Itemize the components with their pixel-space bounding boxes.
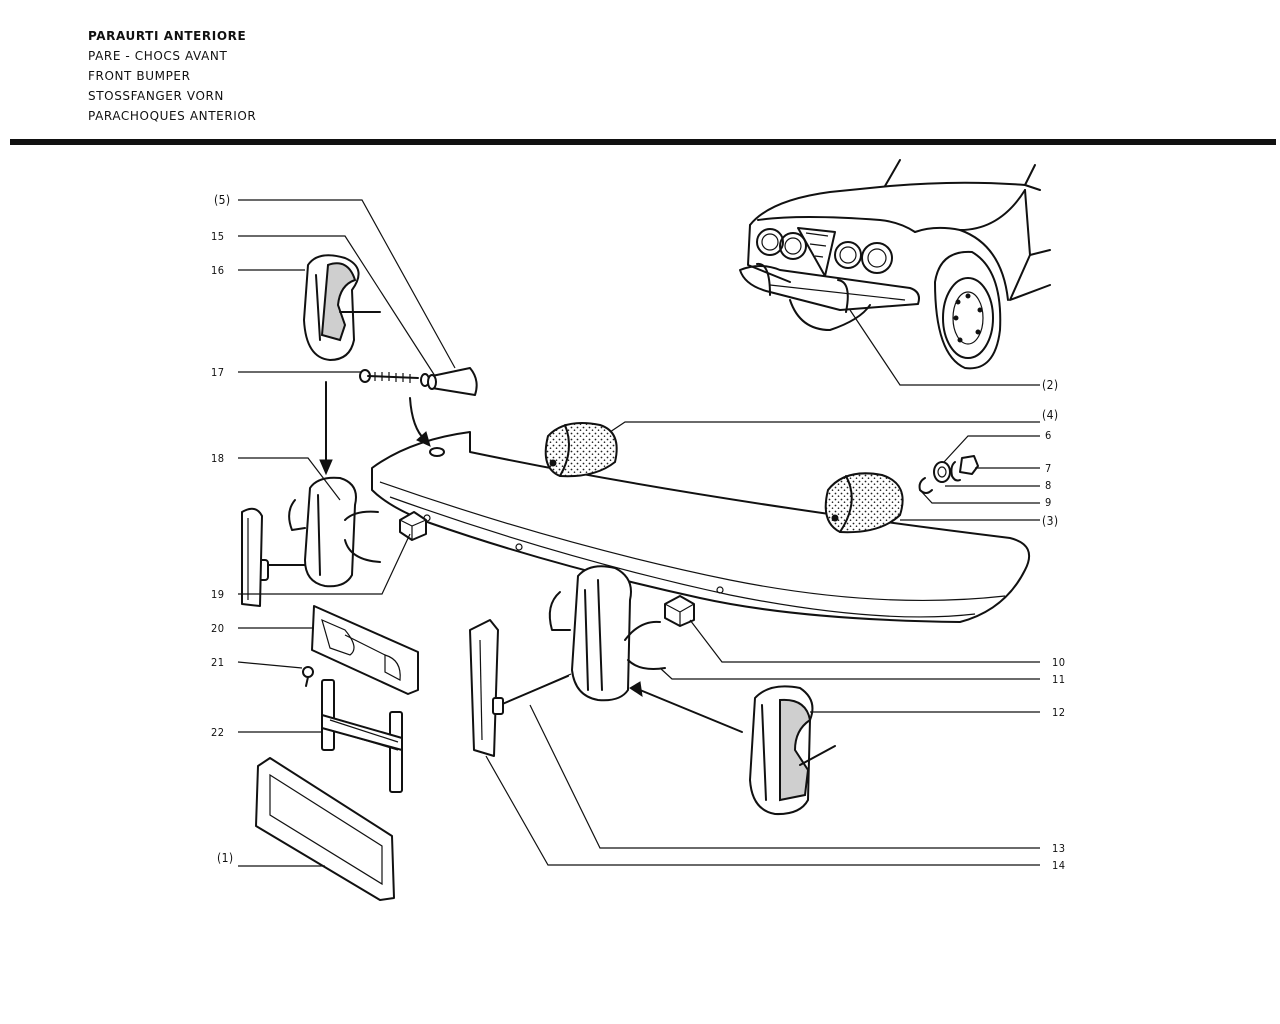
bolt-13 [492, 673, 572, 715]
mounting-block-19 [399, 511, 427, 541]
callout-20: 20 [211, 622, 224, 635]
rubber-strip-14 [469, 619, 499, 757]
callout-1: (1) [217, 851, 234, 865]
title-french: PARE - CHOCS AVANT [88, 49, 228, 63]
callout-6: 6 [1045, 429, 1052, 442]
callout-12: 12 [1052, 706, 1065, 719]
assembly-arrow-cone [409, 397, 431, 447]
callout-18: 18 [211, 452, 224, 465]
assembly-arrow-right [629, 681, 743, 733]
callout-7: 7 [1045, 462, 1052, 475]
callout-5: (5) [214, 193, 231, 207]
callout-22: 22 [211, 726, 224, 739]
callout-13: 13 [1052, 842, 1065, 855]
rubber-strip-left [241, 507, 263, 607]
callout-16: 16 [211, 264, 224, 277]
plate-frame-1 [255, 757, 395, 901]
rubber-buffer-4 [544, 422, 618, 478]
screw-21 [302, 666, 314, 687]
callout-14: 14 [1052, 859, 1065, 872]
left-overrider-top-16 [303, 254, 381, 361]
bracket-22 [321, 679, 403, 793]
callout-4: (4) [1042, 408, 1059, 422]
alternate-overrider-12 [749, 685, 836, 816]
cone-buffer-15 [427, 367, 478, 396]
callout-10: 10 [1052, 656, 1065, 669]
callout-2: (2) [1042, 378, 1059, 392]
title-spanish: PARACHOQUES ANTERIOR [88, 109, 257, 123]
callout-11: 11 [1052, 673, 1065, 686]
plate-mount-20 [311, 605, 419, 695]
mounting-block-10 [664, 595, 695, 627]
assembly-arrow-left [319, 381, 333, 476]
callout-labels: (5) 15 16 17 18 19 20 21 22 (1) (2) (4) … [211, 193, 1065, 872]
leader-lines [237, 199, 1040, 867]
bolt-17 [359, 369, 430, 387]
callout-9: 9 [1045, 496, 1052, 509]
left-overrider-18 [257, 476, 381, 588]
title-english: FRONT BUMPER [88, 69, 191, 83]
car-front-inset [739, 159, 1051, 370]
title-block: PARAURTI ANTERIORE PARE - CHOCS AVANT FR… [88, 26, 256, 126]
title-italian: PARAURTI ANTERIORE [88, 29, 247, 43]
header-rule [10, 139, 1276, 145]
callout-17: 17 [211, 366, 224, 379]
callout-15: 15 [211, 230, 224, 243]
rubber-buffer-3 [824, 472, 904, 534]
main-bumper-bar [371, 431, 1030, 623]
title-german: STOSSFANGER VORN [88, 89, 225, 103]
callout-3: (3) [1042, 514, 1059, 528]
callout-19: 19 [211, 588, 224, 601]
callout-21: 21 [211, 656, 224, 669]
callout-8: 8 [1045, 479, 1052, 492]
washer-nut-hardware [918, 455, 979, 494]
